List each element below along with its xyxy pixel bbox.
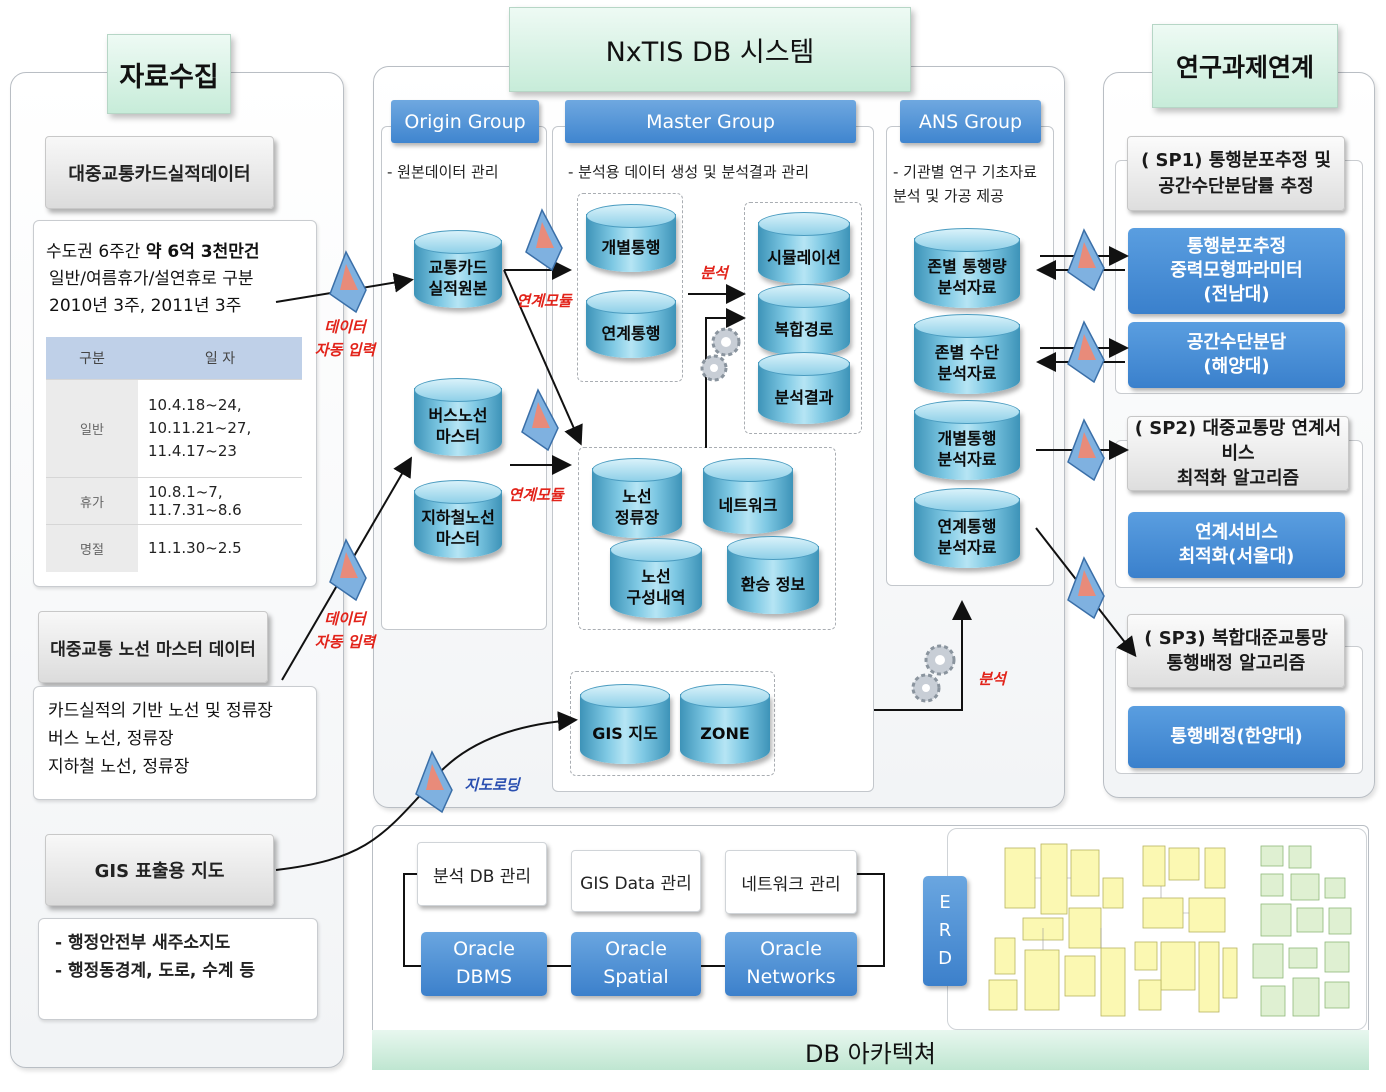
gis-map-label: GIS 표출용 지도: [45, 834, 274, 906]
connector-module-icon: [1067, 418, 1105, 482]
route-master-label: 대중교통 노선 마스터 데이터: [38, 611, 268, 683]
arch-gis-data-mgmt: GIS Data 관리: [571, 850, 701, 912]
table-row-value: 11.1.30~2.5: [138, 524, 302, 572]
gear-icon: [911, 644, 956, 703]
db-transfer-info: 환승 정보: [727, 536, 819, 614]
arch-oracle-dbms: Oracle DBMS: [421, 932, 547, 996]
sp2-linked-service-box: 연계서비스 최적화(서울대): [1128, 512, 1345, 578]
table-row-value: 10.8.1~7, 11.7.31~8.6: [138, 477, 302, 525]
db-individual-trip: 개별통행: [586, 204, 676, 272]
sp1-gravity-model-box: 통행분포추정 중력모형파라미터 (전남대): [1128, 228, 1345, 314]
db-route-stop: 노선 정류장: [592, 458, 682, 538]
erd-label: E R D: [923, 876, 967, 986]
gis-desc-text: - 행정안전부 새주소지도 - 행정동경계, 도로, 수계 등: [55, 933, 256, 982]
link-module-label-1: 연계모듈: [516, 292, 572, 310]
card-desc-line1: 수도권 6주간: [46, 242, 146, 262]
db-subway-route-master: 지하철노선 마스터: [414, 480, 502, 558]
db-individual-trip-analysis: 개별통행 분석자료: [914, 400, 1020, 480]
table-row-value: 10.4.18~24, 10.11.21~27, 11.4.17~23: [138, 379, 302, 478]
nxtis-db-title: NxTIS DB 시스템: [509, 7, 911, 92]
master-group-header: Master Group: [565, 100, 856, 143]
ans-group-desc: - 기관별 연구 기초자료 분석 및 가공 제공: [893, 163, 1037, 205]
connector-module-icon: [521, 388, 559, 452]
connector-module-icon: [1067, 556, 1105, 620]
data-collection-title: 자료수집: [107, 34, 231, 114]
table-row-key: 명절: [46, 524, 138, 572]
arch-oracle-networks: Oracle Networks: [725, 932, 857, 996]
ans-group-header: ANS Group: [900, 100, 1041, 143]
research-link-title: 연구과제연계: [1152, 24, 1338, 108]
table-row-key: 일반: [46, 379, 138, 478]
connector-module-icon: [525, 208, 563, 272]
sp1-mode-share-box: 공간수단분담 (해양대): [1128, 322, 1345, 388]
gis-map-details: - 행정안전부 새주소지도 - 행정동경계, 도로, 수계 등: [38, 918, 318, 1020]
db-card-raw: 교통카드 실적원본: [414, 230, 502, 308]
analysis-label-2: 분석: [978, 670, 1006, 688]
route-desc-text: 카드실적의 기반 노선 및 정류장 버스 노선, 정류장 지하철 노선, 정류장: [48, 701, 273, 778]
auto-input-label-2: 데이터 자동 입력: [314, 610, 376, 652]
sp2-label: ( SP2) 대중교통망 연계서비스 최적화 알고리즘: [1127, 416, 1349, 491]
master-group-desc: - 분석용 데이터 생성 및 분석결과 관리: [568, 163, 810, 181]
db-zone-mode-analysis: 존별 수단 분석자료: [914, 314, 1020, 394]
connector-module-icon: [415, 750, 453, 814]
db-zone-volume-analysis: 존별 통행량 분석자료: [914, 228, 1020, 308]
db-simulation: 시뮬레이션: [758, 212, 850, 284]
db-linked-trip: 연계통행: [586, 290, 676, 358]
map-loading-label: 지도로딩: [464, 776, 520, 794]
erd-diagram-image: [988, 843, 1352, 1017]
sp3-assignment-box: 통행배정(한양대): [1128, 706, 1345, 768]
db-zone: ZONE: [680, 684, 770, 764]
db-analysis-result: 분석결과: [758, 352, 850, 424]
origin-group-desc: - 원본데이터 관리: [387, 163, 499, 181]
table-header-category: 구분: [46, 337, 138, 380]
db-linked-trip-analysis: 연계통행 분석자료: [914, 488, 1020, 568]
link-module-label-2: 연계모듈: [508, 486, 564, 504]
master-trip-db-area: [577, 193, 683, 382]
connector-module-icon: [329, 250, 367, 314]
gear-icon: [700, 327, 741, 382]
auto-input-label-1: 데이터 자동 입력: [314, 318, 376, 360]
db-network: 네트워크: [703, 458, 793, 534]
db-architecture-title: DB 아카텍쳐: [805, 1039, 936, 1068]
table-header-dates: 일 자: [138, 337, 302, 380]
table-row-key: 휴가: [46, 477, 138, 525]
arch-analysis-db-mgmt: 분석 DB 관리: [417, 842, 547, 906]
route-master-details: 카드실적의 기반 노선 및 정류장 버스 노선, 정류장 지하철 노선, 정류장: [33, 686, 317, 800]
db-architecture-title-bar: [372, 1030, 1369, 1070]
connector-module-icon: [329, 538, 367, 602]
connector-module-icon: [1067, 228, 1105, 292]
connector-module-icon: [1067, 320, 1105, 384]
db-route-composition: 노선 구성내역: [610, 538, 702, 618]
analysis-label-1: 분석: [700, 264, 728, 282]
card-desc-volume: 약 6억 3천만건: [145, 242, 260, 262]
card-data-label: 대중교통카드실적데이터: [45, 136, 274, 209]
card-desc-line3: 2010년 3주, 2011년 3주: [49, 296, 242, 317]
db-multimodal-path: 복합경로: [758, 284, 850, 356]
survey-dates-table: 구분 일 자 일반 10.4.18~24, 10.11.21~27, 11.4.…: [46, 337, 302, 572]
sp3-label: ( SP3) 복합대준교통망 통행배정 알고리즘: [1127, 614, 1345, 688]
arch-oracle-spatial: Oracle Spatial: [571, 932, 701, 996]
arch-network-mgmt: 네트워크 관리: [725, 850, 857, 914]
sp1-label: ( SP1) 통행분포추정 및 공간수단분담률 추정: [1127, 136, 1345, 211]
card-desc-line2: 일반/여름휴가/설연휴로 구분: [49, 269, 254, 290]
origin-group-header: Origin Group: [391, 100, 539, 143]
db-bus-route-master: 버스노선 마스터: [414, 378, 502, 456]
card-data-details: 수도권 6주간 약 6억 3천만건 일반/여름휴가/설연휴로 구분 2010년 …: [33, 220, 317, 587]
db-gis-map: GIS 지도: [580, 684, 670, 764]
